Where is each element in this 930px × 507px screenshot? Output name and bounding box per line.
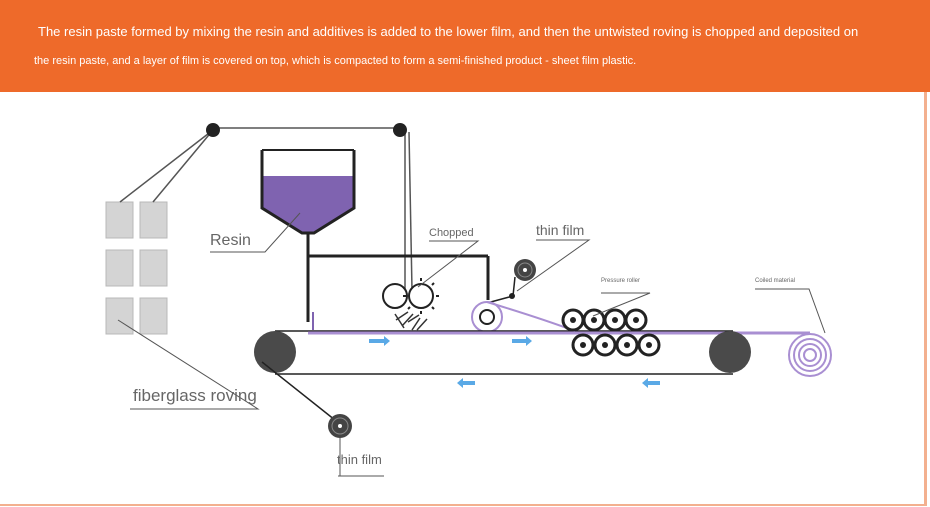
bobbin — [139, 201, 168, 239]
roving-bobbins — [105, 201, 168, 335]
label-fiberglass-roving: fiberglass roving — [133, 386, 257, 405]
label-chopped: Chopped — [429, 227, 474, 239]
coiled-material — [788, 333, 832, 377]
bottom-film-roll — [328, 414, 352, 438]
description-line-1: The resin paste formed by mixing the res… — [38, 24, 859, 39]
flow-arrows-return — [457, 378, 660, 388]
guide-pulley-left — [206, 123, 220, 137]
top-film-path — [486, 276, 516, 304]
film-lay-roller — [471, 301, 503, 333]
leader-lines — [117, 212, 826, 477]
flow-arrows-forward — [369, 336, 532, 346]
chopped-fibers — [394, 311, 428, 331]
bottom-film-path — [261, 361, 341, 425]
label-coiled-material: Coiled material — [755, 278, 795, 284]
pressure-rollers-bottom — [571, 333, 661, 357]
label-pressure-roller: Pressure roller — [601, 278, 640, 284]
pressure-rollers-top — [561, 308, 648, 332]
film-guide-dot — [509, 293, 515, 299]
label-resin: Resin — [210, 232, 251, 249]
frame-border-bottom — [0, 504, 927, 506]
label-thin-film-top: thin film — [536, 222, 584, 238]
frame-border-right — [924, 92, 927, 504]
header-banner: The resin paste formed by mixing the res… — [0, 0, 930, 92]
bobbin — [105, 297, 134, 335]
bobbin — [139, 297, 168, 335]
top-film-roll — [514, 259, 536, 281]
bobbin — [105, 249, 134, 287]
resin-hopper — [260, 149, 356, 235]
label-thin-film-bottom: thin film — [337, 452, 382, 467]
bobbin — [105, 201, 134, 239]
resin-feed-frame — [306, 233, 490, 322]
conveyor-roller-right — [709, 331, 751, 373]
conveyor-roller-left — [254, 331, 296, 373]
bobbin — [139, 249, 168, 287]
guide-pulley-right — [393, 123, 407, 137]
description-line-2: the resin paste, and a layer of film is … — [34, 55, 637, 67]
chopper-rollers — [382, 278, 439, 314]
roving-strands — [119, 127, 413, 291]
